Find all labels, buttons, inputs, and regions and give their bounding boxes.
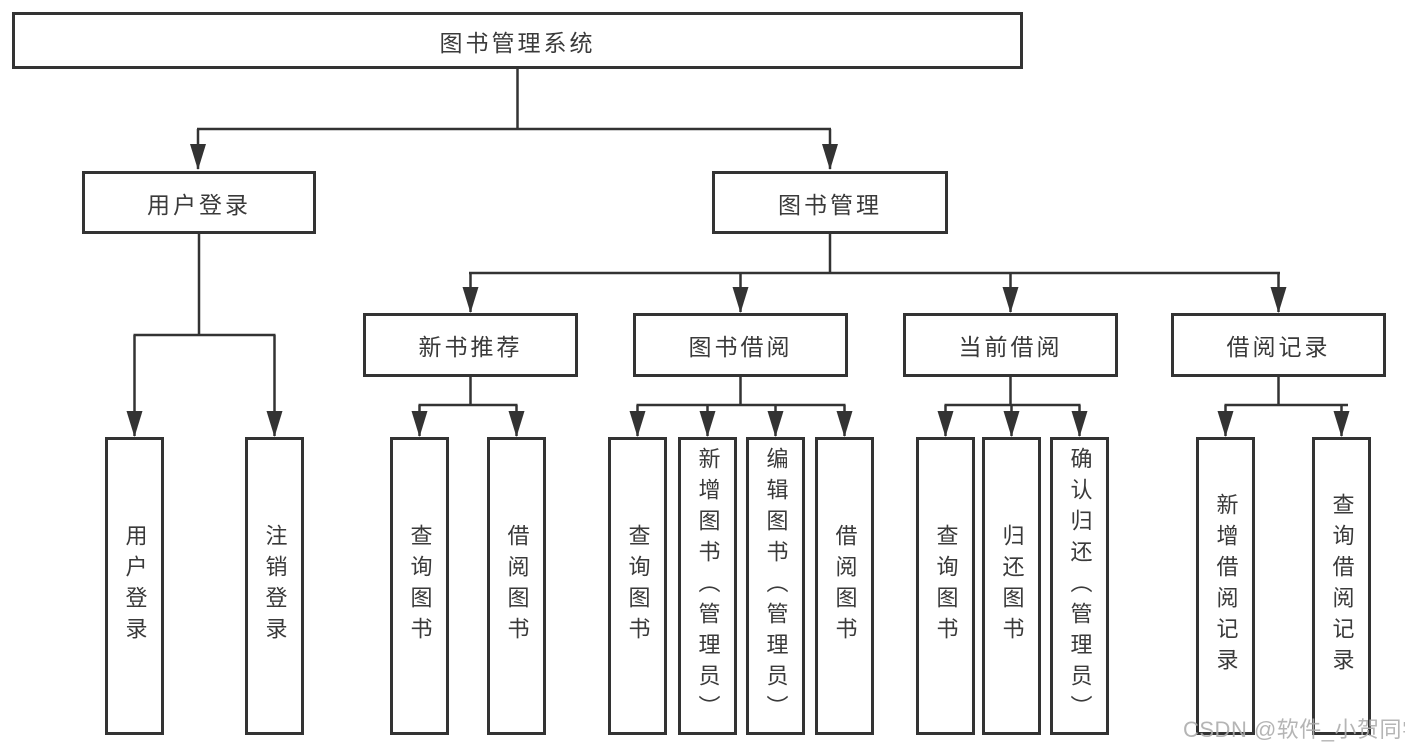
leaf-add-books-admin-label: 新增图书（管理员） <box>695 446 721 726</box>
leaf-add-borrow-record: 新增借阅记录 <box>1196 437 1255 735</box>
node-borrow-records-label: 借阅记录 <box>1226 334 1331 360</box>
node-borrow-records: 借阅记录 <box>1171 313 1386 377</box>
leaf-confirm-return-admin: 确认归还（管理员） <box>1050 437 1109 735</box>
csdn-watermark: CSDN @软件_小贺同学 <box>1183 717 1405 742</box>
node-new-book-recommend: 新书推荐 <box>363 313 578 377</box>
node-library-system-label: 图书管理系统 <box>439 29 596 56</box>
leaf-query-books-1-label: 查询图书 <box>407 524 433 648</box>
node-user-login-label: 用户登录 <box>147 191 251 218</box>
node-book-borrowing-label: 图书借阅 <box>688 334 793 360</box>
leaf-return-books-label: 归还图书 <box>999 524 1025 648</box>
leaf-logout-label: 注销登录 <box>262 524 288 648</box>
node-current-borrowing: 当前借阅 <box>903 313 1118 377</box>
node-current-borrowing-label: 当前借阅 <box>958 334 1063 360</box>
leaf-query-books-2: 查询图书 <box>608 437 667 735</box>
node-library-system: 图书管理系统 <box>12 12 1023 69</box>
leaf-return-books: 归还图书 <box>982 437 1041 735</box>
leaf-query-books-3-label: 查询图书 <box>933 524 959 648</box>
node-book-borrowing: 图书借阅 <box>633 313 848 377</box>
leaf-borrow-books-2: 借阅图书 <box>815 437 874 735</box>
leaf-borrow-books-2-label: 借阅图书 <box>832 524 858 648</box>
leaf-query-borrow-record: 查询借阅记录 <box>1312 437 1371 735</box>
leaf-borrow-books-1: 借阅图书 <box>487 437 546 735</box>
leaf-borrow-books-1-label: 借阅图书 <box>504 524 530 648</box>
node-book-management-label: 图书管理 <box>778 191 882 218</box>
leaf-logout: 注销登录 <box>245 437 304 735</box>
leaf-edit-books-admin-label: 编辑图书（管理员） <box>763 446 789 726</box>
leaf-user-login-label: 用户登录 <box>122 524 148 648</box>
leaf-query-books-2-label: 查询图书 <box>625 524 651 648</box>
leaf-add-books-admin: 新增图书（管理员） <box>678 437 737 735</box>
leaf-query-books-3: 查询图书 <box>916 437 975 735</box>
node-book-management: 图书管理 <box>712 171 948 234</box>
leaf-query-borrow-record-label: 查询借阅记录 <box>1329 493 1355 679</box>
leaf-confirm-return-admin-label: 确认归还（管理员） <box>1067 446 1093 726</box>
leaf-user-login: 用户登录 <box>105 437 164 735</box>
leaf-add-borrow-record-label: 新增借阅记录 <box>1213 493 1239 679</box>
leaf-edit-books-admin: 编辑图书（管理员） <box>746 437 805 735</box>
leaf-query-books-1: 查询图书 <box>390 437 449 735</box>
node-new-book-recommend-label: 新书推荐 <box>418 334 523 360</box>
node-user-login: 用户登录 <box>82 171 316 234</box>
